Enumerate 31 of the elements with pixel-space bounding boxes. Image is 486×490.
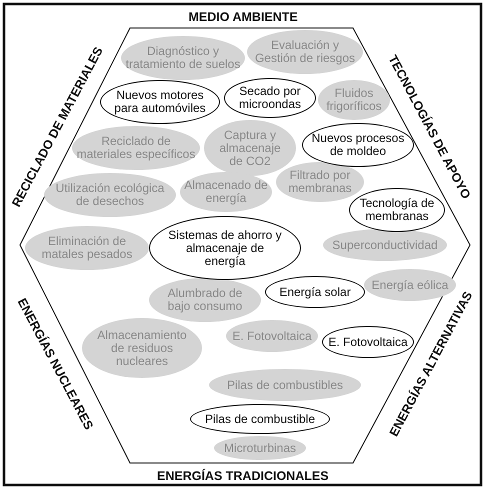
topic-label: Nuevos motores para automóviles: [113, 89, 207, 115]
topic-label: Diagnóstico y tratamiento de suelos: [124, 45, 242, 71]
topic-label: E. Fotovoltaica: [327, 336, 409, 348]
topic-label: Filtrado por membranas: [287, 169, 353, 195]
side-heading: ENERGÍAS TRADICIONALES: [157, 469, 329, 483]
topic-label: Pilas de combustible: [204, 412, 316, 426]
side-heading: MEDIO AMBIENTE: [188, 10, 298, 24]
topic-ellipse: [121, 36, 245, 80]
topic-label: Evaluación y Gestión de riesgos: [254, 39, 356, 65]
topic-label: Eliminación de matales pesados: [41, 235, 133, 261]
topic-label: Captura y almacenaje de CO2: [218, 128, 282, 168]
topic-label: Secado por microondas: [238, 85, 302, 111]
topic-label: Tecnología de membranas: [358, 197, 436, 223]
topic-label: Nuevos procesos de moldeo: [311, 132, 404, 158]
topic-label: Energía solar: [278, 286, 352, 298]
topic-label: Microturbinas: [222, 442, 298, 454]
topic-label: Alumbrado de bajo consumo: [166, 287, 244, 313]
highlight-ellipse: [100, 80, 220, 124]
topic-label: Pilas de combustibles: [226, 378, 344, 392]
topic-ellipse: [25, 226, 149, 270]
topic-label: Superconductividad: [331, 238, 439, 252]
topic-label: Reciclado de materiales específicos: [76, 135, 196, 161]
topic-label: Fluidos frigoríficos: [325, 87, 383, 113]
topic-label: Almacenamiento de residuos nucleares: [96, 328, 188, 368]
topic-label: Sistemas de ahorro y almacenaje de energía: [167, 228, 283, 268]
topic-label: E. Fotovoltaica: [231, 330, 313, 342]
highlight-ellipse: [322, 326, 414, 358]
topic-label: Energía eólica: [370, 278, 450, 292]
highlight-ellipse: [265, 276, 365, 308]
topic-label: Utilización ecológica de desechos: [54, 182, 166, 208]
topic-label: Almacenado de energía: [183, 179, 269, 205]
